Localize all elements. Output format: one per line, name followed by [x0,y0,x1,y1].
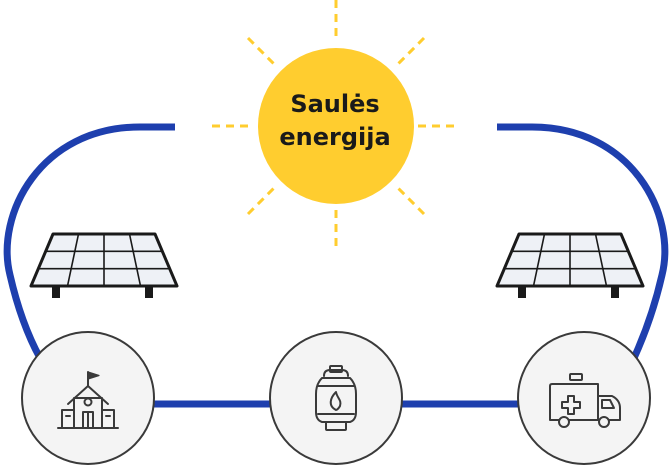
sun-ray-bottom-left [246,184,278,216]
school-icon [57,371,119,429]
connector-left-arc [3,123,175,360]
solar-panel-right [495,232,645,298]
lantern-icon [315,365,357,431]
solar-panel-left [29,232,179,298]
sun-ray-top-left [246,36,278,68]
connector-lines [3,123,669,408]
node-right [517,331,651,465]
ambulance-icon [549,373,621,428]
sun-label: Saulės energija [260,88,410,154]
sun-rays [212,0,460,252]
connector-right-arc [497,123,669,360]
node-center [269,331,403,465]
sun-icon [258,48,414,204]
sun-ray-bottom-right [394,184,426,216]
sun-ray-top-right [394,36,426,68]
sun-label-line1: Saulės [290,90,380,118]
sun-label-line2: energija [279,123,391,151]
